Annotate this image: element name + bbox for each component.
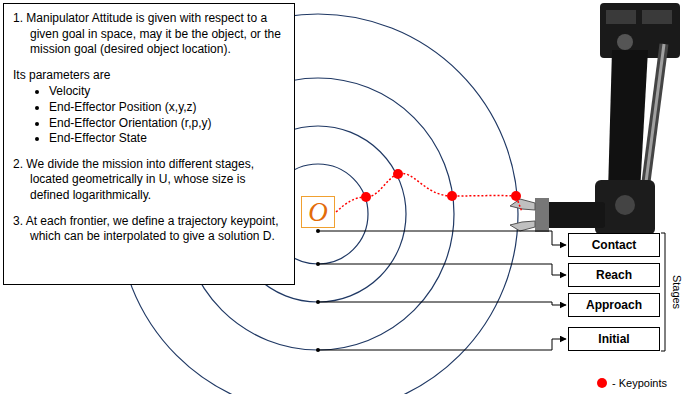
keypoint-dot [447,191,457,201]
stages-label: Stages [671,275,683,309]
frontier-dot [316,348,320,352]
bullet-text: End-Effector Orientation (r,p,y) [13,116,286,132]
object-symbol: O [308,199,328,226]
frontier-dot [316,262,320,266]
leader-line [318,231,566,245]
arm-detail [642,10,672,24]
arm-cylinder [646,44,664,182]
keypoint-dot [393,169,403,179]
stage-box: Initial [568,327,660,351]
stage-box: Reach [568,263,660,287]
bullet-text: Velocity [13,84,286,100]
bullet-text: End-Effector Position (x,y,z) [13,100,286,116]
leader-line [318,339,566,350]
legend-text: - Keypoints [612,377,667,389]
leader-lines [318,231,566,350]
frontier-dots [316,229,320,352]
note-text: 3. At each frontier, we define a traject… [13,214,286,245]
frontier-dot [316,300,320,304]
note-text: Its parameters are [13,68,286,84]
arm-forearm [545,202,605,228]
trajectory-curve [336,173,522,212]
gripper-jaw [510,199,535,210]
arm-rod [646,44,664,182]
arm-wrist [535,198,549,232]
keypoint-dot [361,192,371,202]
note-box: 1. Manipulator Attitude is given with re… [3,3,295,285]
bullet-text: End-Effector State [13,131,286,147]
leader-line [318,264,566,275]
leader-line [318,302,566,305]
robot-arm [510,3,680,235]
arm-housing [600,3,680,58]
object-box: O [301,196,335,228]
stages-bracket [661,233,665,351]
frontier-dot [316,229,320,233]
note-text: 1. Manipulator Attitude is given with re… [13,11,286,58]
arm-detail [606,10,636,24]
stage-label: Approach [586,298,642,312]
stage-label: Contact [592,238,637,252]
arm-link [608,50,648,192]
arm-joint [617,34,633,50]
arm-joint [615,195,635,215]
note-text: 2. We divide the mission into different … [13,157,286,204]
stage-label: Initial [598,332,629,346]
gripper-jaw [510,221,535,231]
stage-box: Approach [568,293,660,317]
keypoint-dot [511,191,521,201]
legend-swatch [597,378,607,388]
keypoints [361,169,521,202]
stage-label: Reach [596,268,632,282]
stage-box: Contact [568,233,660,257]
